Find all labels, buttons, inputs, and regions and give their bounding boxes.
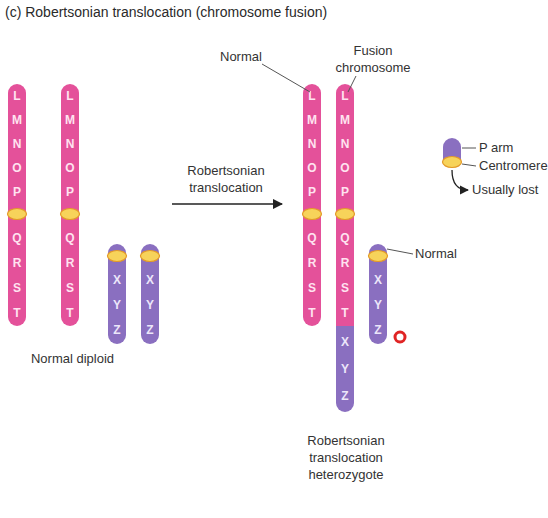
group-caption: Normal diploid xyxy=(5,350,140,367)
leader-line xyxy=(387,249,413,254)
callout-label: Fusion chromosome xyxy=(328,42,418,76)
gene-letter: P xyxy=(303,184,321,200)
gene-letter: Q xyxy=(303,230,321,246)
centromere xyxy=(8,209,27,220)
process-label: Robertsonian translocation xyxy=(172,162,280,196)
gene-letter: Q xyxy=(336,230,354,246)
legend-text: P arm xyxy=(479,140,513,155)
gene-letter: N xyxy=(303,136,321,152)
gene-letter: Z xyxy=(336,388,354,404)
legend-item: P arm xyxy=(479,139,513,156)
gene-letter: T xyxy=(303,305,321,321)
gene-letter: L xyxy=(61,88,79,104)
centromere xyxy=(108,251,127,262)
gene-letter: M xyxy=(303,112,321,128)
gene-letter: S xyxy=(336,280,354,296)
group-caption: Robertsonian translocation heterozygote xyxy=(283,432,409,483)
callout-label: Usually lost xyxy=(472,181,548,198)
gene-letter: T xyxy=(336,305,354,321)
curved-arrow xyxy=(452,170,468,190)
gene-letter: O xyxy=(61,160,79,176)
leader-line xyxy=(262,64,310,92)
gene-letter: O xyxy=(336,160,354,176)
gene-letter: P xyxy=(336,184,354,200)
centromere xyxy=(303,209,322,220)
gene-letter: R xyxy=(303,255,321,271)
gene-letter: S xyxy=(303,280,321,296)
gene-letter: Y xyxy=(369,297,387,313)
gene-letter: S xyxy=(61,280,79,296)
gene-letter: O xyxy=(8,160,26,176)
gene-letter: X xyxy=(336,334,354,350)
gene-letter: P xyxy=(61,184,79,200)
gene-letter: R xyxy=(336,255,354,271)
centromere xyxy=(336,209,355,220)
gene-letter: M xyxy=(61,112,79,128)
centromere xyxy=(369,251,388,262)
gene-letter: N xyxy=(61,136,79,152)
gene-letter: X xyxy=(369,272,387,288)
gene-letter: M xyxy=(336,112,354,128)
centromere xyxy=(61,209,80,220)
gene-letter: S xyxy=(8,280,26,296)
gene-letter: Q xyxy=(8,230,26,246)
gene-letter: M xyxy=(8,112,26,128)
leader-line xyxy=(462,164,476,166)
gene-letter: T xyxy=(8,305,26,321)
centromere xyxy=(443,157,462,168)
gene-letter: L xyxy=(8,88,26,104)
chromosome: LMNOP QRST xyxy=(303,84,321,326)
gene-letter: P xyxy=(8,184,26,200)
gene-letter: X xyxy=(141,272,159,288)
cursor-dot xyxy=(395,332,405,342)
gene-letter: L xyxy=(303,88,321,104)
legend-text: Centromere xyxy=(479,158,548,173)
gene-letter: R xyxy=(61,255,79,271)
gene-letter: Y xyxy=(108,297,126,313)
legend-item: Centromere xyxy=(479,157,548,174)
gene-letter: Z xyxy=(108,322,126,338)
figure-title: (c) Robertsonian translocation (chromoso… xyxy=(5,4,327,21)
chromosome: LMNOP QRST xyxy=(61,84,79,326)
centromere xyxy=(141,251,160,262)
gene-letter: Y xyxy=(141,297,159,313)
chromosome: LMNOP QRST xyxy=(8,84,26,326)
chromosome: LMNOP QRSTXYZ xyxy=(336,84,354,412)
gene-letter: Q xyxy=(61,230,79,246)
gene-letter: O xyxy=(303,160,321,176)
gene-letter: N xyxy=(336,136,354,152)
callout-label: Normal xyxy=(415,245,475,262)
gene-letter: X xyxy=(108,272,126,288)
process-arrow xyxy=(172,203,282,205)
gene-letter: Z xyxy=(141,322,159,338)
gene-letter: Z xyxy=(369,322,387,338)
gene-letter: R xyxy=(8,255,26,271)
gene-letter: Y xyxy=(336,361,354,377)
lost-fragment xyxy=(443,138,477,190)
callout-label: Normal xyxy=(220,48,280,65)
gene-letter: T xyxy=(61,305,79,321)
leader-line xyxy=(462,148,476,149)
gene-letter: L xyxy=(336,88,354,104)
gene-letter: N xyxy=(8,136,26,152)
